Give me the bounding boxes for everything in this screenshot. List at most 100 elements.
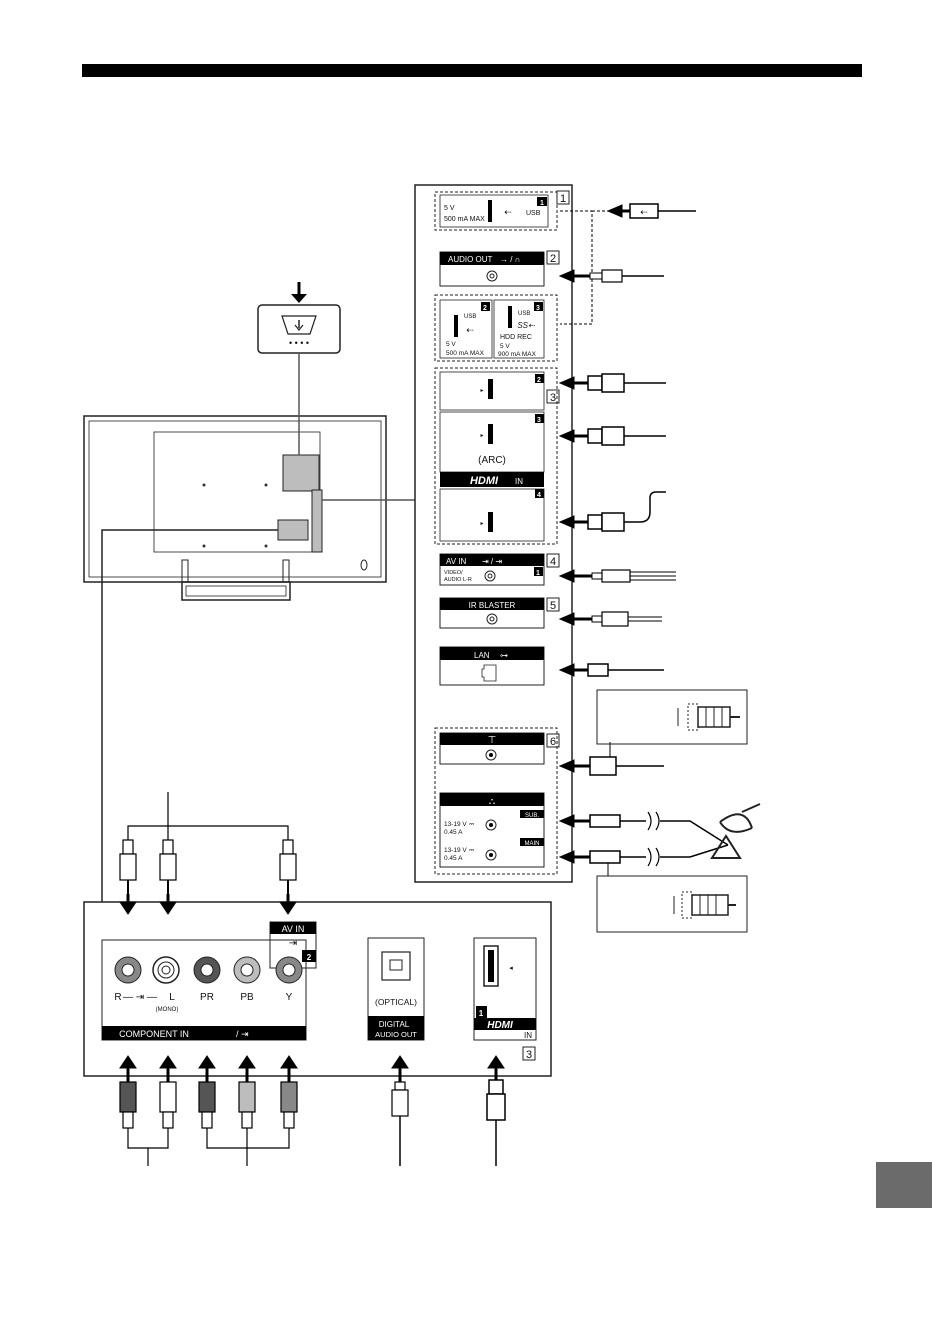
svg-text:IN: IN — [515, 477, 523, 486]
antenna-icon: ⊤ — [488, 735, 497, 746]
svg-text:◂: ◂ — [509, 965, 513, 972]
svg-text:L: L — [169, 992, 175, 1003]
usb-ss-icon: SS⇠ — [517, 321, 535, 330]
svg-text:3: 3 — [526, 1049, 532, 1061]
audio-out-label: AUDIO OUT — [448, 255, 493, 264]
svg-text:AV IN: AV IN — [446, 557, 467, 566]
svg-text:⎓: ⎓ — [469, 847, 474, 854]
svg-text:2: 2 — [550, 253, 556, 265]
svg-text:AV IN: AV IN — [282, 924, 305, 934]
side-cables: ⇠ — [558, 203, 729, 876]
svg-text:▸: ▸ — [480, 521, 483, 527]
svg-text:⎓: ⎓ — [469, 821, 474, 828]
headphone-icon: → / ∩ — [500, 255, 520, 264]
svg-text:2: 2 — [307, 953, 312, 962]
svg-text:▸: ▸ — [480, 433, 483, 439]
svg-text:⊶: ⊶ — [500, 651, 508, 660]
callout-2: 2 — [546, 250, 560, 265]
usb-icon: ⇠ — [504, 207, 512, 217]
svg-text:3: 3 — [550, 392, 556, 404]
svg-text:⇥: ⇥ — [289, 938, 297, 949]
satellite-dish-icon — [710, 803, 761, 859]
hdmi-side-ports: 2 ▸ 3 ▸ (ARC) HDMI IN 4 ▸ — [434, 367, 558, 545]
svg-text:5: 5 — [550, 600, 556, 612]
svg-text:PR: PR — [200, 992, 214, 1003]
hdmi-logo: HDMI — [470, 475, 499, 487]
svg-text:13-19 V: 13-19 V — [444, 821, 467, 828]
svg-text:0.45 A: 0.45 A — [444, 855, 463, 862]
svg-text:2: 2 — [483, 305, 487, 312]
svg-text:▸: ▸ — [480, 388, 483, 394]
usb1-voltage: 5 V — [444, 205, 455, 212]
av-in-side-port: AV IN ⇥ / ⇥ VIDEO/ AUDIO L-R 1 — [439, 553, 545, 586]
svg-text:VIDEO/: VIDEO/ — [444, 570, 463, 576]
power-inlet-callout: • • • • — [257, 282, 341, 455]
page-tab — [876, 1162, 932, 1208]
svg-text:13-19 V: 13-19 V — [444, 847, 467, 854]
usb-icon: ⇠ — [466, 325, 474, 335]
svg-text:3: 3 — [537, 417, 541, 424]
svg-text:Y: Y — [286, 992, 293, 1003]
usb1-port: 5 V 500 mA MAX ⇠ USB 1 — [434, 191, 558, 231]
svg-text:/ ⇥: / ⇥ — [236, 1029, 249, 1039]
usb2-port: 2 USB ⇠ 5 V 500 mA MAX — [434, 294, 558, 362]
callout-1: 1 — [556, 190, 570, 205]
svg-text:900 mA MAX: 900 mA MAX — [498, 351, 537, 358]
usb3-port: 3 USB SS⇠ HDD REC 5 V 900 mA MAX — [493, 299, 545, 359]
svg-text:R: R — [114, 992, 121, 1003]
svg-text:MAIN: MAIN — [525, 841, 540, 847]
svg-text:6: 6 — [550, 736, 556, 748]
svg-text:PB: PB — [240, 992, 254, 1003]
component-av-in-block: AV IN ⇥ 2 R — ⇥ — L (MONO) PR PB Y COMPO… — [101, 921, 317, 1041]
hdmi-arc-label: (ARC) — [478, 455, 506, 466]
satellite-plug-detail — [596, 875, 748, 933]
svg-text:⇥ / ⇥: ⇥ / ⇥ — [482, 557, 502, 566]
composite-cables-top — [119, 792, 297, 915]
svg-text:IN: IN — [524, 1031, 532, 1040]
hdmi1-port: ◂ 1 HDMI IN — [473, 937, 537, 1041]
ir-blaster-port: IR BLASTER — [439, 597, 545, 629]
svg-text:3: 3 — [536, 305, 540, 312]
svg-text:5 V: 5 V — [500, 343, 510, 350]
svg-text:2: 2 — [537, 377, 541, 384]
usb1-amperage: 500 mA MAX — [444, 216, 485, 223]
svg-text:HDD REC: HDD REC — [500, 334, 532, 341]
svg-text:(MONO): (MONO) — [156, 1007, 179, 1013]
usb1-label: USB — [526, 210, 541, 217]
antenna-plug-detail — [596, 689, 748, 745]
svg-text:1: 1 — [536, 570, 540, 577]
svg-text:USB: USB — [518, 311, 530, 317]
satellite-icon: ⛬ — [489, 796, 495, 806]
svg-text:IR BLASTER: IR BLASTER — [469, 601, 516, 610]
svg-text:AUDIO L-R: AUDIO L-R — [444, 577, 472, 583]
svg-text:(OPTICAL): (OPTICAL) — [375, 997, 417, 1007]
callout-3-side: 3 — [546, 389, 560, 404]
svg-text:• • • •: • • • • — [289, 338, 309, 348]
usb1-number: 1 — [540, 200, 544, 207]
svg-text:AUDIO OUT: AUDIO OUT — [375, 1030, 417, 1039]
tv-rear-view — [83, 415, 387, 601]
svg-text:USB: USB — [464, 314, 476, 320]
svg-text:SUB.: SUB. — [525, 813, 539, 819]
svg-text:DIGITAL: DIGITAL — [379, 1020, 410, 1029]
callout-3-bottom: 3 — [522, 1046, 536, 1061]
svg-text:LAN: LAN — [474, 651, 490, 660]
svg-text:0.45 A: 0.45 A — [444, 829, 463, 836]
callout-5: 5 — [546, 597, 560, 612]
audio-out-port: AUDIO OUT → / ∩ — [439, 251, 545, 287]
svg-text:500 mA MAX: 500 mA MAX — [446, 350, 485, 357]
svg-text:HDMI: HDMI — [487, 1020, 513, 1031]
callout-6: 6 — [546, 733, 560, 748]
antenna-satellite-ports: ⊤ ⛬ SUB. 13-19 V 0.45 A ⎓ MAIN 13-19 V 0… — [434, 727, 558, 875]
svg-text:⇠: ⇠ — [640, 207, 648, 217]
lan-port: LAN ⊶ — [439, 646, 545, 686]
callout-4: 4 — [546, 553, 560, 568]
side-terminal-panel — [414, 184, 573, 883]
bottom-terminal-panel — [83, 901, 552, 1077]
svg-text:— ⇥ —: — ⇥ — — [123, 992, 157, 1003]
leader-line-bottom — [101, 529, 278, 902]
header-bar — [82, 64, 862, 77]
svg-text:COMPONENT IN: COMPONENT IN — [119, 1029, 189, 1039]
optical-port: (OPTICAL) DIGITAL AUDIO OUT — [367, 937, 425, 1041]
